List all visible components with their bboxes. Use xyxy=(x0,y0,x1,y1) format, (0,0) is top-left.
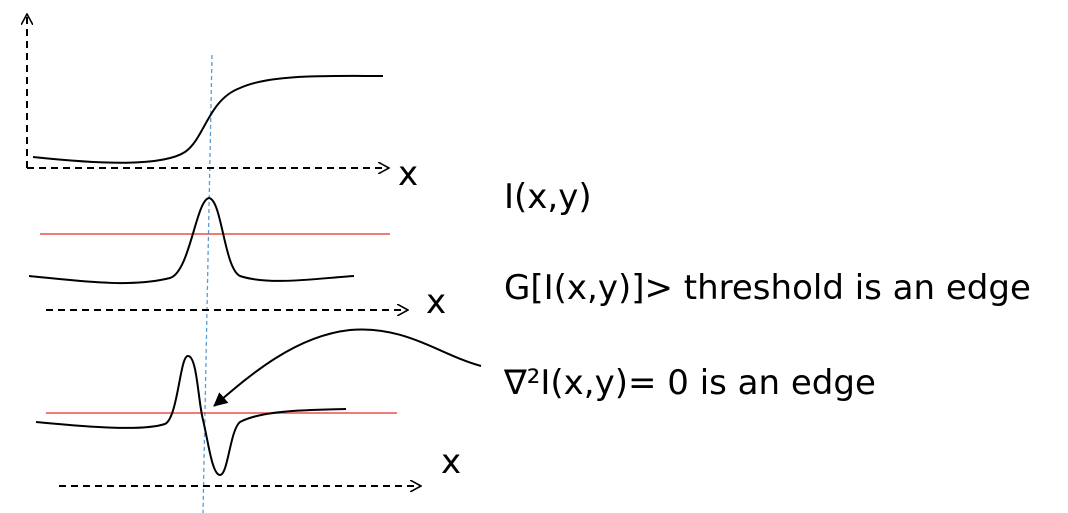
laplacian-zero-crossing-equation: ∇²I(x,y)= 0 is an edge xyxy=(503,363,876,403)
x-axis-label: x xyxy=(441,442,461,482)
gradient-threshold-equation: G[I(x,y)]> threshold is an edge xyxy=(504,268,1031,308)
x-axis-label: x xyxy=(398,154,418,194)
laplacian-curve xyxy=(35,354,347,477)
intensity-curve xyxy=(32,74,384,164)
zero-crossing-pointer-arrow xyxy=(213,328,482,407)
gradient-graph: x xyxy=(28,196,446,322)
x-axis-label: x xyxy=(426,282,446,322)
intensity-equation: I(x,y) xyxy=(504,177,592,217)
gradient-curve xyxy=(28,196,355,285)
laplacian-graph: x xyxy=(35,354,461,486)
edge-guide-line xyxy=(202,54,213,513)
intensity-graph: x xyxy=(27,14,418,194)
